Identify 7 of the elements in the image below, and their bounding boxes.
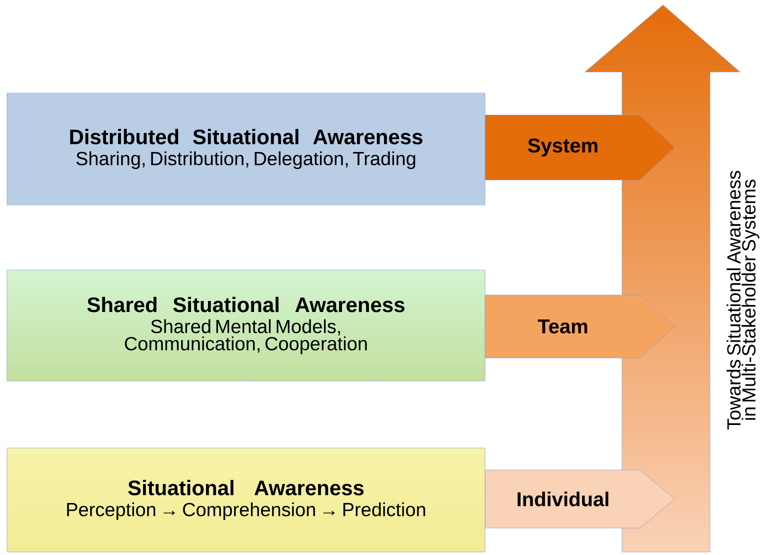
text-box: Situational Awareness Perception → Comprehension → Prediction xyxy=(6,448,486,552)
edge-label: System xyxy=(526,137,600,158)
edge-label: Team xyxy=(536,318,590,334)
edge-label: Individual xyxy=(515,490,611,508)
text-box: Shared Situational Awareness Shared Mental Models, Communication, Cooperation xyxy=(6,270,486,382)
text-box: Distributed Situational Awareness Sharing, Distribution, Delegation, Trading xyxy=(6,92,486,206)
vertical-label: Towards Situational Awareness in Multi-Stakeholder Systems xyxy=(726,170,760,430)
